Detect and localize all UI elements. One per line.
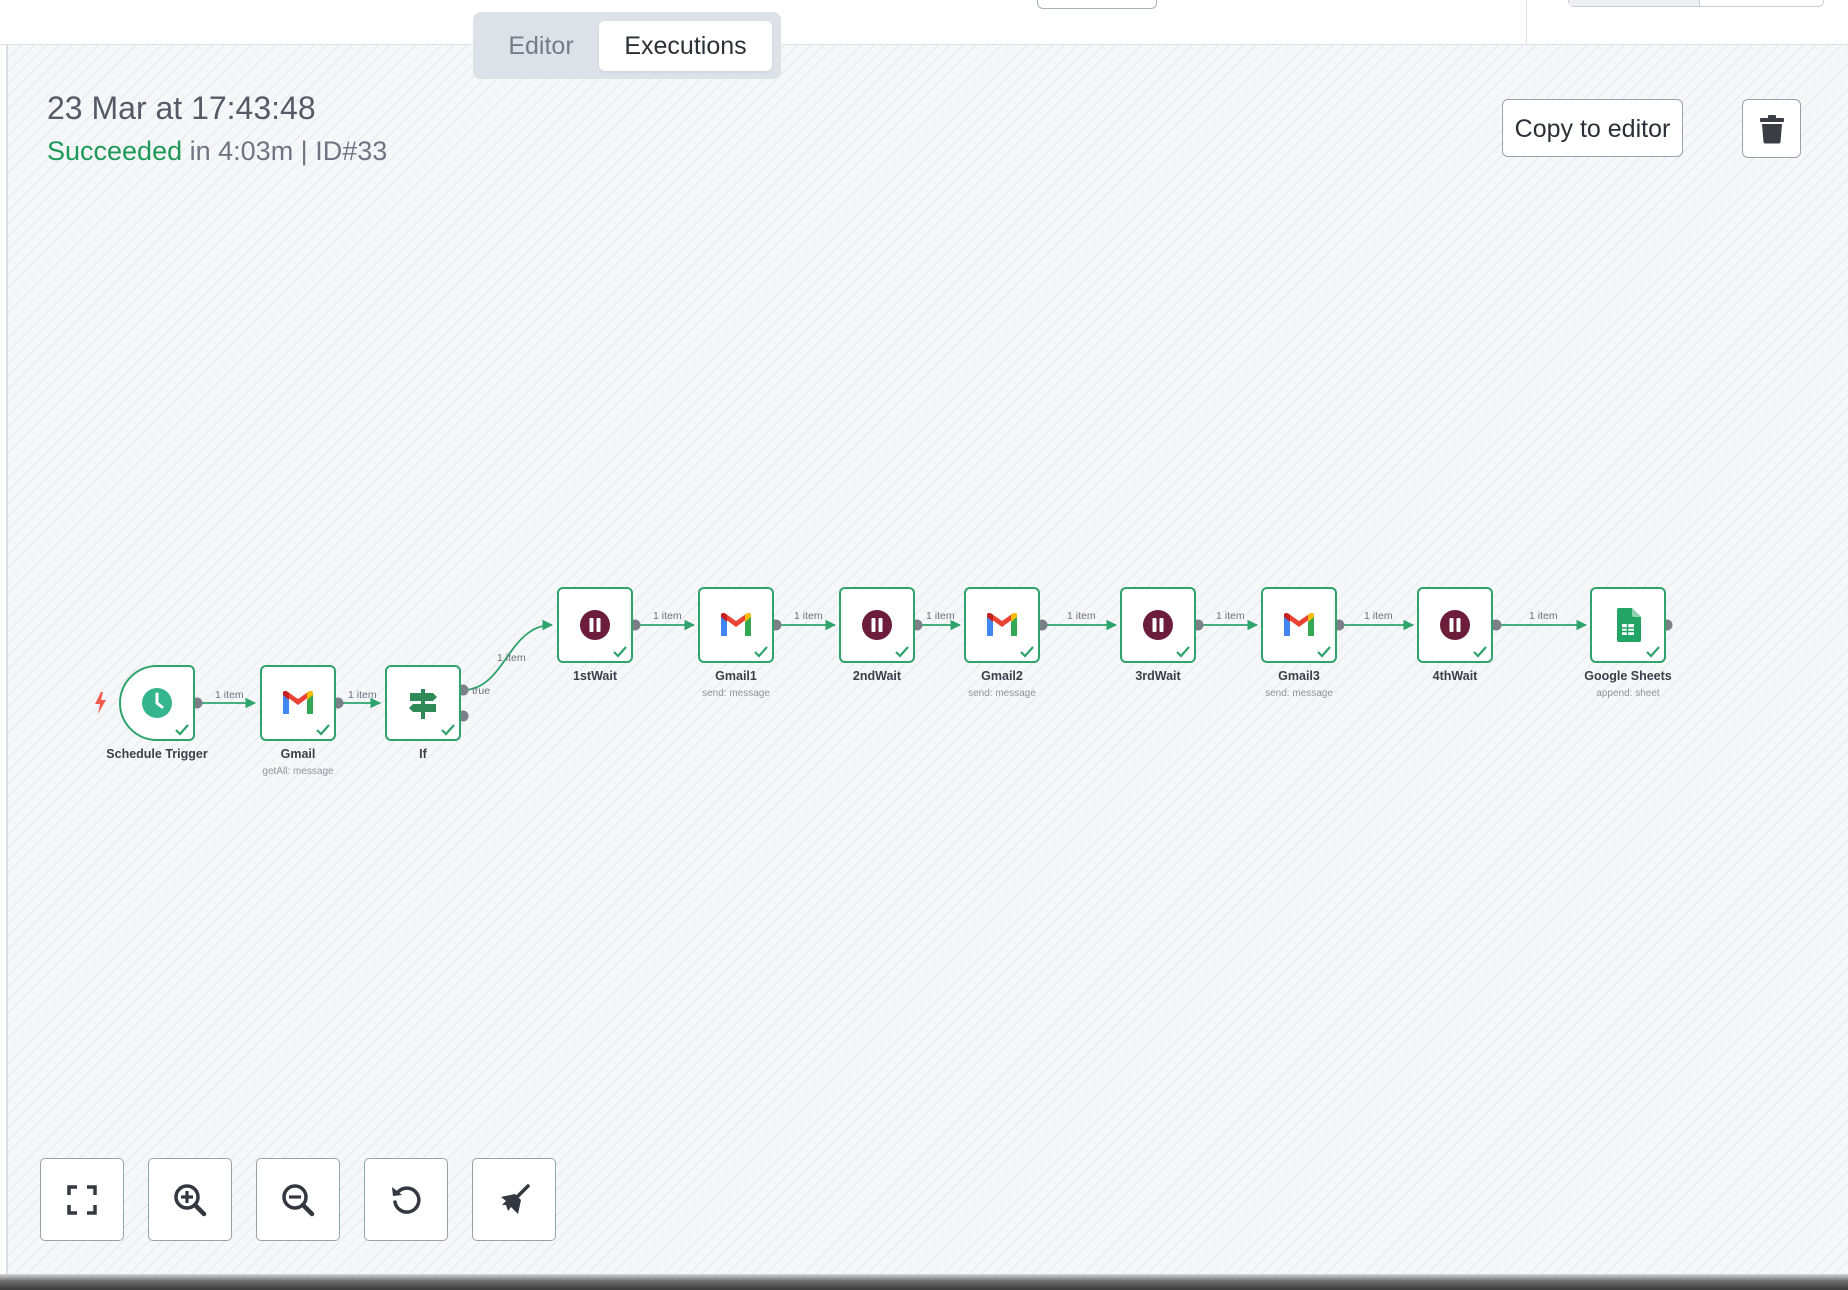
- node-label: Gmail2: [981, 669, 1023, 683]
- header-toggle[interactable]: [1568, 0, 1824, 7]
- signpost-icon: [409, 689, 437, 719]
- pause-icon: [862, 610, 892, 640]
- success-check-icon: [1317, 646, 1331, 658]
- success-check-icon: [441, 724, 455, 736]
- sheets-icon: [1617, 608, 1641, 642]
- success-check-icon: [316, 724, 330, 736]
- node-subtitle: send: message: [1265, 688, 1333, 699]
- gmail-icon: [1284, 613, 1314, 636]
- node-google-sheets[interactable]: [1590, 587, 1666, 663]
- reset-zoom-button[interactable]: [364, 1158, 448, 1241]
- tidy-up-button[interactable]: [472, 1158, 556, 1241]
- tab-editor[interactable]: Editor: [508, 32, 574, 60]
- header-button[interactable]: [1037, 0, 1157, 9]
- node-label: Google Sheets: [1584, 669, 1672, 683]
- success-check-icon: [175, 724, 189, 736]
- node-label: Gmail: [280, 747, 316, 761]
- node-subtitle: send: message: [702, 688, 770, 699]
- clock-icon: [142, 688, 172, 718]
- reset-zoom-icon: [392, 1185, 421, 1214]
- pause-icon: [1143, 610, 1173, 640]
- node-gmail1[interactable]: [698, 587, 774, 663]
- success-check-icon: [1473, 646, 1487, 658]
- trash-icon: [1759, 114, 1784, 143]
- node-4thwait[interactable]: [1417, 587, 1493, 663]
- node-gmail3[interactable]: [1261, 587, 1337, 663]
- tab-executions[interactable]: Executions: [599, 21, 772, 71]
- success-check-icon: [754, 646, 768, 658]
- execution-datetime: 23 Mar at 17:43:48: [47, 90, 316, 126]
- node-label: 3rdWait: [1135, 669, 1181, 683]
- node-subtitle: append: sheet: [1596, 688, 1660, 699]
- success-check-icon: [1646, 646, 1660, 658]
- tidy-up-icon: [501, 1183, 530, 1214]
- trigger-bolt-icon: [95, 692, 106, 714]
- success-check-icon: [1176, 646, 1190, 658]
- gmail-icon: [283, 691, 313, 714]
- node-3rdwait[interactable]: [1120, 587, 1196, 663]
- node-label: If: [419, 747, 427, 761]
- execution-duration: in 4:03m | ID#33: [189, 136, 388, 166]
- view-switcher: Editor Executions: [473, 12, 781, 79]
- node-label: Gmail3: [1278, 669, 1320, 683]
- node-subtitle: getAll: message: [262, 766, 334, 777]
- node-if[interactable]: [385, 665, 461, 741]
- node-gmail[interactable]: [260, 665, 336, 741]
- node-subtitle: send: message: [968, 688, 1036, 699]
- delete-execution-button[interactable]: [1742, 99, 1801, 158]
- node-label: 1stWait: [573, 669, 617, 683]
- node-schedule-trigger[interactable]: [119, 665, 195, 741]
- workflow-canvas[interactable]: [6, 45, 1848, 1275]
- zoom-out-button[interactable]: [256, 1158, 340, 1241]
- zoom-in-button[interactable]: [148, 1158, 232, 1241]
- fit-view-button[interactable]: [40, 1158, 124, 1241]
- gmail-icon: [987, 613, 1017, 636]
- zoom-in-icon: [174, 1183, 207, 1216]
- header-toggle-active[interactable]: [1569, 0, 1700, 6]
- header-divider: [1526, 0, 1527, 44]
- execution-status-line: Succeeded in 4:03m | ID#33: [47, 136, 387, 167]
- pause-icon: [580, 610, 610, 640]
- top-bar: [0, 0, 1848, 45]
- execution-status: Succeeded: [47, 136, 183, 166]
- node-label: Gmail1: [715, 669, 757, 683]
- node-2ndwait[interactable]: [839, 587, 915, 663]
- window-bottom-edge: [0, 1274, 1848, 1290]
- success-check-icon: [1020, 646, 1034, 658]
- gmail-icon: [721, 613, 751, 636]
- pause-icon: [1440, 610, 1470, 640]
- copy-to-editor-button[interactable]: Copy to editor: [1502, 99, 1683, 157]
- node-label: 2ndWait: [852, 669, 902, 683]
- success-check-icon: [895, 646, 909, 658]
- node-1stwait[interactable]: [557, 587, 633, 663]
- node-label: Schedule Trigger: [106, 747, 208, 761]
- fit-view-icon: [67, 1184, 97, 1215]
- node-label: 4thWait: [1432, 669, 1478, 683]
- node-gmail2[interactable]: [964, 587, 1040, 663]
- success-check-icon: [613, 646, 627, 658]
- zoom-out-icon: [282, 1183, 315, 1216]
